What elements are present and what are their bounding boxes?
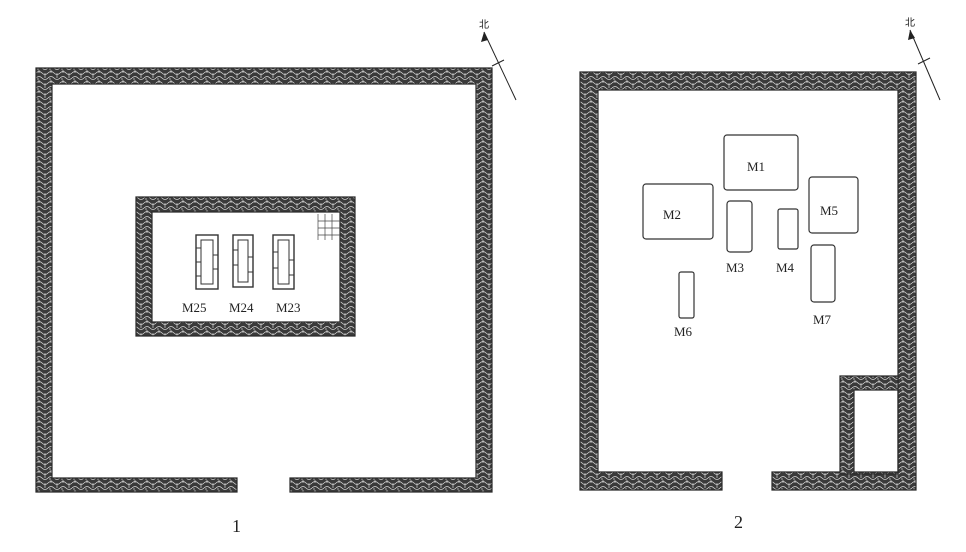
north-arrow-1 — [481, 31, 517, 101]
grave-label-M3: M3 — [726, 260, 744, 275]
grave-label-M2: M2 — [663, 207, 681, 222]
grave-M7 — [810, 244, 836, 303]
fig1-outer-wall — [35, 67, 493, 493]
figure-number-1: 1 — [232, 516, 241, 536]
grave-M5 — [808, 176, 859, 234]
figure-number-2: 2 — [734, 512, 743, 532]
fig2-annex-wall — [839, 375, 899, 475]
grave-label-M1: M1 — [747, 159, 765, 174]
grave-M4 — [777, 208, 799, 250]
grave-label-M23: M23 — [276, 300, 301, 315]
fig1-brick-detail — [317, 214, 340, 240]
grave-label-M6: M6 — [674, 324, 693, 339]
grave-M6 — [678, 271, 695, 319]
grave-M2 — [642, 183, 714, 240]
grave-M25 — [195, 234, 219, 290]
grave-M1 — [723, 134, 799, 191]
grave-label-M4: M4 — [776, 260, 795, 275]
grave-label-M7: M7 — [813, 312, 832, 327]
north-arrow-2 — [908, 29, 941, 101]
fig1-inner-wall — [135, 196, 356, 337]
grave-label-M25: M25 — [182, 300, 207, 315]
grave-M23 — [272, 234, 295, 290]
figure-2-plan: M1 M2 M3 M4 M5 M6 M7 北 2 — [579, 17, 941, 532]
grave-label-M5: M5 — [820, 203, 838, 218]
north-label-2: 北 — [905, 17, 915, 29]
figure-1-plan: M25 M24 M23 北 1 — [35, 19, 517, 536]
grave-label-M24: M24 — [229, 300, 254, 315]
grave-M24 — [232, 234, 254, 288]
grave-M3 — [726, 200, 753, 253]
fig2-outer-wall — [579, 71, 917, 491]
north-label-1: 北 — [479, 19, 489, 31]
